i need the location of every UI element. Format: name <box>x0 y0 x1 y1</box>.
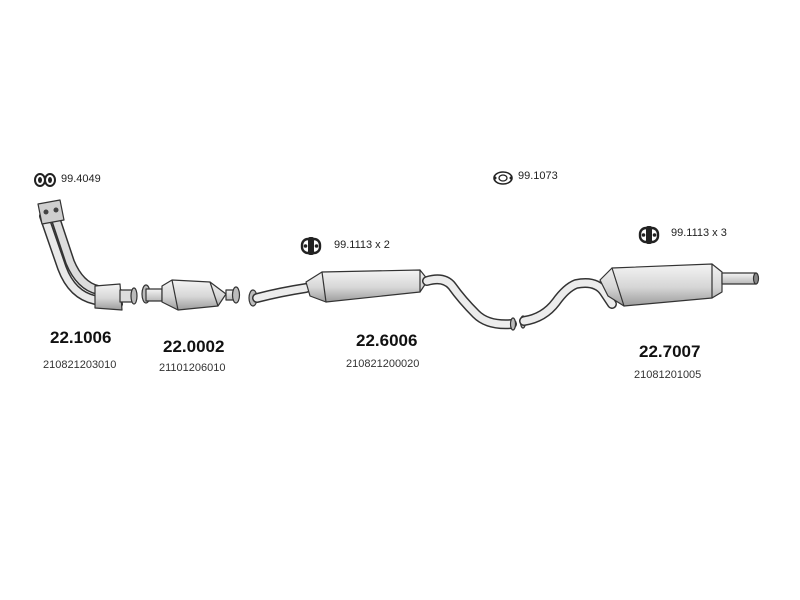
rubber-mount-icon <box>638 226 660 244</box>
oem-code-rear-silencer: 21081201005 <box>634 369 702 381</box>
oem-code-middle-silencer: 210821200020 <box>346 358 420 370</box>
accessory-code-clamp: 99.4049 <box>61 173 101 185</box>
rear-silencer-22-7007 <box>519 263 760 329</box>
part-code-rear-silencer: 22.7007 <box>639 342 701 361</box>
accessory-code-gasket: 99.1073 <box>518 170 558 182</box>
part-code-catalytic-converter: 22.0002 <box>163 337 225 356</box>
clamp-icon <box>34 173 56 187</box>
oem-code-catalytic-converter: 21101206010 <box>159 362 226 374</box>
accessory-code-mount-rear: 99.1113 x 3 <box>671 227 727 239</box>
rubber-mount-icon <box>300 237 322 255</box>
accessory-code-mount-middle: 99.1113 x 2 <box>334 239 390 251</box>
part-code-middle-silencer: 22.6006 <box>356 331 418 350</box>
front-pipe-22-1006 <box>37 199 138 311</box>
oem-code-front-pipe: 210821203010 <box>43 359 117 371</box>
gasket-ring-icon <box>493 171 513 185</box>
middle-silencer-22-6006 <box>248 269 517 331</box>
part-code-front-pipe: 22.1006 <box>50 328 112 347</box>
catalytic-converter-22-0002 <box>141 279 241 311</box>
